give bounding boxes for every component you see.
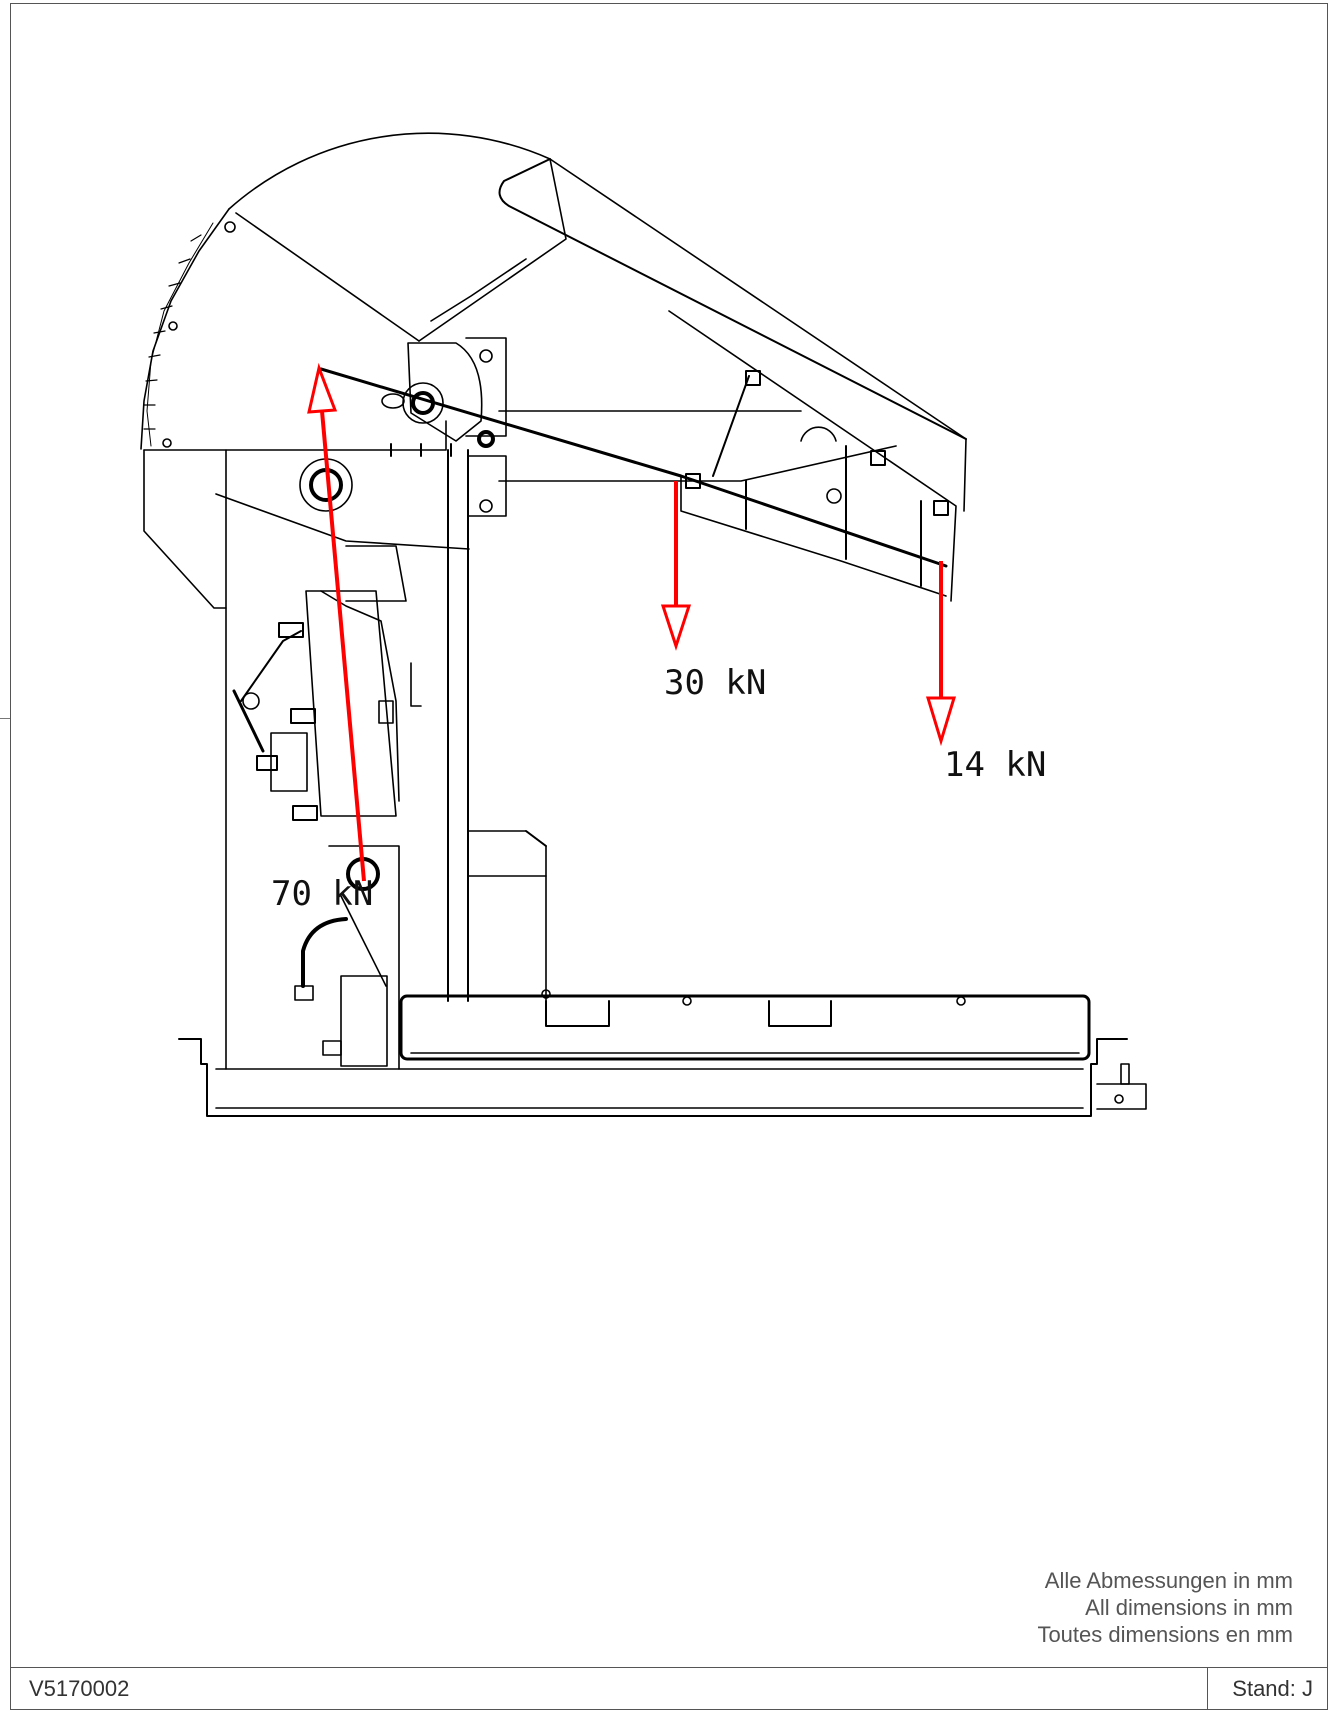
pivot-slot — [381, 393, 405, 409]
boom-clamp — [870, 450, 886, 466]
tray-pockets — [545, 1000, 832, 1027]
cap-pin — [477, 430, 495, 448]
guard-segmented-edge — [140, 208, 230, 450]
guard-bolt — [162, 438, 172, 448]
rear-support — [467, 830, 547, 1002]
base-end-pin — [1120, 1063, 1130, 1085]
revision-status: Stand: J — [1207, 1668, 1327, 1709]
cylinder-housing — [305, 590, 397, 817]
column-bracket — [467, 455, 507, 517]
main-column — [447, 449, 469, 1002]
guard-arc — [228, 132, 551, 210]
linkage-joint — [242, 692, 260, 710]
force-arrow-70kn — [307, 362, 366, 882]
boom-clamp — [745, 370, 761, 386]
valve-fitting — [290, 708, 316, 724]
boom-cutout — [800, 426, 837, 442]
boom-hole — [826, 488, 842, 504]
bottom-tray — [399, 994, 1091, 1061]
force-arrow-14kn — [925, 561, 957, 747]
guard-bolt — [168, 321, 178, 331]
valve-block — [270, 732, 308, 792]
column-cap-plate — [465, 337, 507, 437]
guard-segment-ticks — [143, 234, 202, 430]
boom-clamp — [933, 500, 949, 516]
sheet-margin-tick — [0, 718, 10, 719]
valve-fitting — [292, 805, 318, 821]
boom-bottom-edge — [680, 475, 947, 597]
linkage-arm — [240, 630, 302, 702]
base-rails — [215, 1068, 1084, 1109]
tray-hole — [541, 989, 551, 999]
force-arrows — [307, 362, 957, 882]
top-cover-end — [963, 438, 967, 512]
title-block: V5170002 Stand: J — [11, 1667, 1327, 1709]
housing-top — [143, 420, 447, 451]
lower-mount — [340, 975, 388, 1067]
guard-inner-line — [235, 212, 420, 342]
housing-diagonal — [215, 493, 470, 550]
housing-bolts — [390, 443, 452, 457]
hydraulic-hose — [301, 917, 348, 988]
cylinder-housing-edge — [320, 590, 400, 802]
pivot-lug — [407, 342, 483, 442]
hose-fitting — [294, 985, 314, 1001]
boom-ribs — [745, 445, 922, 587]
lower-cover-line — [668, 310, 957, 602]
top-cover-edge — [498, 158, 967, 440]
note-french: Toutes dimensions en mm — [1037, 1622, 1293, 1647]
force-label-14kn: 14 kN — [944, 745, 1046, 785]
linkage-rod — [232, 689, 265, 753]
valve-fitting — [256, 755, 278, 771]
force-label-30kn: 30 kN — [664, 663, 766, 703]
cap-bolt — [479, 349, 493, 363]
top-cover-hinge-line — [430, 258, 527, 322]
force-label-70kn: 70 kN — [271, 874, 373, 914]
lower-fitting — [322, 1040, 342, 1056]
base-frame — [178, 1038, 1128, 1117]
lower-pivot-diagonal — [340, 895, 387, 987]
technical-drawing: 30 kN 14 kN 70 kN — [140, 132, 1147, 1117]
guard-inner-edge — [146, 222, 214, 447]
housing-left-wedge — [143, 449, 227, 609]
boom-clamp — [685, 473, 701, 489]
cap-bolt — [479, 499, 493, 513]
lower-pivot-block — [328, 845, 400, 1070]
rear-support-corner — [525, 830, 547, 847]
boom-strut — [712, 375, 750, 477]
guard-bolt — [224, 221, 236, 233]
valve-fitting — [278, 622, 304, 638]
force-arrow-30kn — [660, 481, 692, 651]
machine-outline — [140, 132, 1147, 1117]
tray-hole — [682, 996, 692, 1006]
cylinder-fitting — [378, 700, 394, 724]
document-number: V5170002 — [29, 1676, 130, 1701]
tray-hole — [956, 996, 966, 1006]
note-german: Alle Abmessungen in mm — [1044, 1568, 1293, 1593]
note-english: All dimensions in mm — [1085, 1595, 1293, 1620]
dimension-notes: Alle Abmessungen in mm All dimensions in… — [1037, 1567, 1293, 1648]
top-cover-ridge — [549, 158, 967, 440]
cylinder-bracket — [410, 662, 422, 707]
drawing-sheet: 30 kN 14 kN 70 kN Alle Abmessungen in mm… — [10, 3, 1328, 1710]
cylinder-top-block — [345, 545, 407, 602]
guard-top-line — [418, 158, 567, 342]
base-end-hole — [1114, 1094, 1124, 1104]
